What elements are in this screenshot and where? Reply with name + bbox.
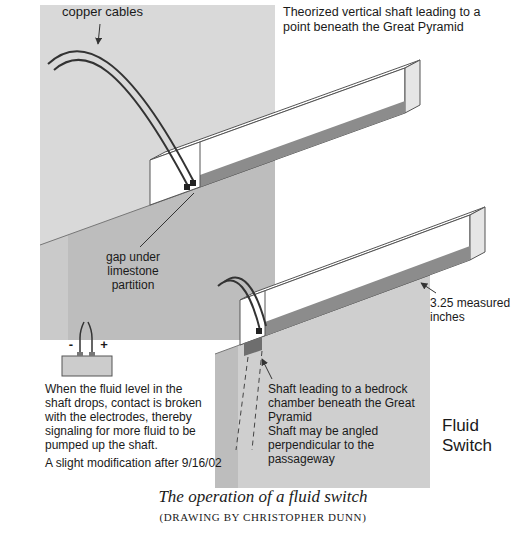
cable-label: copper cables — [62, 4, 182, 19]
battery-symbol — [62, 356, 112, 376]
gap-label: gap under limestone partition — [88, 250, 178, 292]
electrode — [190, 180, 196, 186]
electrode — [256, 328, 262, 334]
text-holder: gap under limestone partition — [88, 250, 178, 292]
leader-line — [140, 193, 194, 247]
text-holder: (DRAWING BY CHRISTOPHER DUNN) — [2, 511, 522, 524]
limestone-slab — [150, 68, 405, 205]
text-holder: copper cables — [62, 4, 182, 19]
text-holder: The operation of a fluid switch — [2, 486, 522, 507]
electrode — [184, 184, 190, 190]
battery-terminal — [77, 352, 83, 356]
text-holder: Shaft leading to a bedrock chamber benea… — [268, 382, 420, 424]
partition-line — [265, 291, 266, 336]
text-holder: - — [66, 338, 76, 352]
slab-end-face — [405, 60, 420, 113]
leader-line — [262, 359, 272, 379]
copper-cable — [54, 60, 188, 186]
copper-cable — [48, 51, 194, 182]
slab-end-face — [470, 207, 485, 260]
operation-note: When the fluid level in the shaft drops,… — [45, 382, 210, 452]
revision-note: A slight modification after 9/16/02 — [45, 456, 245, 470]
shaft-dashed-line — [252, 351, 262, 450]
text-holder: Theorized vertical shaft leading to a po… — [283, 5, 483, 35]
text-holder: When the fluid level in the shaft drops,… — [45, 382, 210, 452]
copper-cable — [218, 280, 260, 330]
limestone-slab — [240, 215, 470, 345]
copper-cable — [224, 278, 266, 326]
credit-line: (DRAWING BY CHRISTOPHER DUNN) — [2, 511, 522, 524]
figure-caption: The operation of a fluid switch — [2, 486, 522, 507]
battery-wire — [88, 322, 92, 352]
figure-title: Fluid Switch — [442, 416, 508, 456]
polarity-sign: + — [99, 338, 109, 352]
gap-slot — [200, 101, 405, 187]
text-holder: Fluid Switch — [442, 416, 508, 456]
shaft-dashed-line — [236, 357, 248, 450]
partition-line — [200, 142, 201, 187]
text-holder: Shaft may be angled perpendicular to the… — [268, 424, 420, 466]
shaft-note: Theorized vertical shaft leading to a po… — [283, 5, 483, 35]
wall-side-face — [40, 235, 68, 340]
polarity-sign: - — [66, 338, 76, 352]
battery-terminal — [89, 352, 95, 356]
text-holder: A slight modification after 9/16/02 — [45, 456, 245, 470]
text-holder: + — [99, 338, 109, 352]
leader-line — [98, 24, 100, 44]
leader-line — [421, 283, 436, 293]
shaft-note: Shaft leading to a bedrock chamber benea… — [268, 382, 420, 424]
text-holder: 3.25 measured inches — [430, 296, 516, 324]
battery-wire — [80, 322, 84, 352]
shaft-note: Shaft may be angled perpendicular to the… — [268, 424, 420, 466]
shaft-opening — [244, 337, 262, 356]
dimension-label: 3.25 measured inches — [430, 296, 516, 324]
